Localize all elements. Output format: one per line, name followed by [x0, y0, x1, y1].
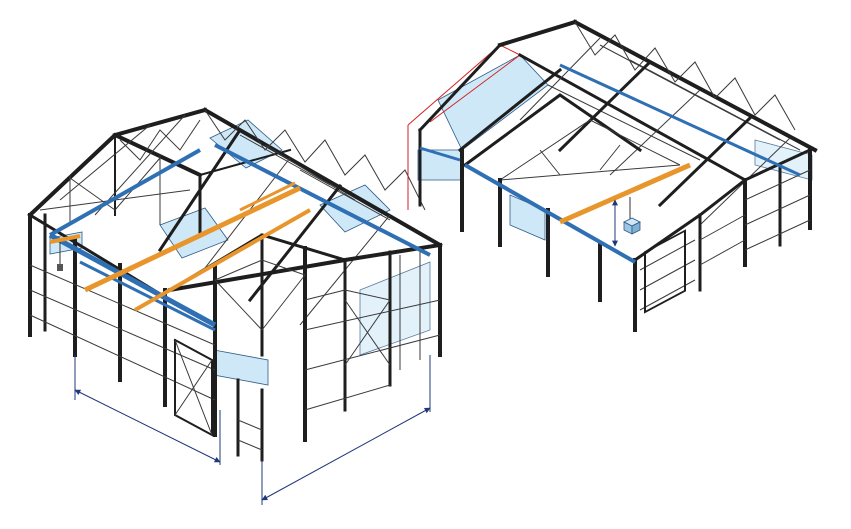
- right-roof-frame: [417, 19, 818, 226]
- right-inner-frame: [462, 93, 681, 181]
- right-gable-wall: [632, 148, 812, 314]
- dimension-arrow-icon: [261, 407, 431, 501]
- left-crane-bridges: [49, 181, 311, 312]
- right-columns: [418, 128, 812, 332]
- crane-hook-icon: [57, 242, 63, 271]
- right-cut-glazing: [417, 54, 813, 241]
- right-crane-bridge: [558, 162, 692, 225]
- left-long-wall: [29, 213, 264, 462]
- right-section-cut: [407, 44, 521, 210]
- right-crane-runway: [419, 63, 801, 264]
- left-back-gable: [167, 233, 443, 442]
- left-dimensions: [74, 355, 431, 505]
- load-box-icon: [612, 197, 641, 247]
- dimension-arrow-icon: [74, 389, 221, 463]
- right-building: [407, 19, 818, 332]
- left-building: [27, 107, 443, 505]
- left-crane-runway: [48, 143, 431, 332]
